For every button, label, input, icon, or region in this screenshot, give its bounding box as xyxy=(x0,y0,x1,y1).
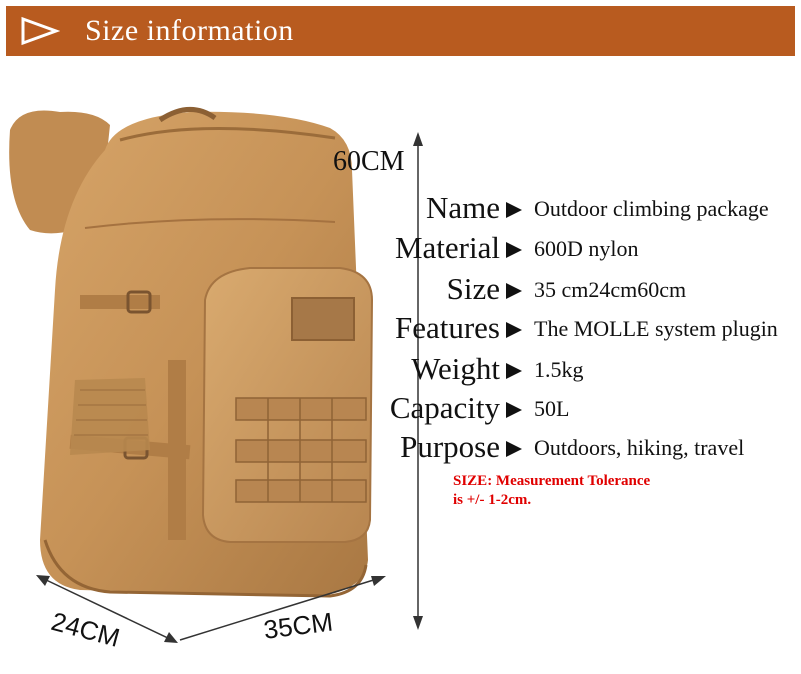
spec-label: Capacity xyxy=(389,390,500,425)
spec-label: Material xyxy=(394,230,500,265)
spec-row-material: Material 600D nylon xyxy=(0,230,801,270)
spec-row-features: Features The MOLLE system plugin xyxy=(0,310,801,350)
play-arrow-icon xyxy=(506,441,522,457)
play-arrow-icon xyxy=(506,363,522,379)
header-banner: Size information xyxy=(6,6,795,56)
spec-label: Size xyxy=(446,271,500,306)
play-arrow-icon xyxy=(506,402,522,418)
spec-value: 35 cm24cm60cm xyxy=(534,277,687,302)
spec-row-size: Size 35 cm24cm60cm xyxy=(0,271,801,311)
play-arrow-icon xyxy=(506,322,522,338)
spec-label: Weight xyxy=(411,351,500,386)
spec-value: The MOLLE system plugin xyxy=(534,316,778,341)
spec-row-name: Name Outdoor climbing package xyxy=(0,190,801,230)
spec-value: Outdoor climbing package xyxy=(534,196,769,221)
spec-value: 600D nylon xyxy=(534,236,639,261)
tolerance-line-2: is +/- 1-2cm. xyxy=(453,492,532,508)
spec-label: Purpose xyxy=(400,429,500,464)
play-arrow-icon xyxy=(506,242,522,258)
spec-row-weight: Weight 1.5kg xyxy=(0,351,801,391)
tolerance-line-1: SIZE: Measurement Tolerance xyxy=(453,473,651,489)
play-outline-icon xyxy=(21,16,60,46)
spec-row-purpose: Purpose Outdoors, hiking, travel xyxy=(0,429,801,469)
tolerance-note: SIZE: Measurement Tolerance is +/- 1-2cm… xyxy=(453,472,650,510)
spec-label: Features xyxy=(394,310,500,345)
spec-value: 1.5kg xyxy=(534,357,584,382)
header-title: Size information xyxy=(85,14,294,47)
play-arrow-icon xyxy=(506,202,522,218)
spec-value: 50L xyxy=(534,396,570,421)
play-arrow-icon xyxy=(506,283,522,299)
spec-label: Name xyxy=(425,190,500,225)
spec-value: Outdoors, hiking, travel xyxy=(534,435,745,460)
height-label: 60CM xyxy=(333,146,405,177)
spec-row-capacity: Capacity 50L xyxy=(0,390,801,430)
